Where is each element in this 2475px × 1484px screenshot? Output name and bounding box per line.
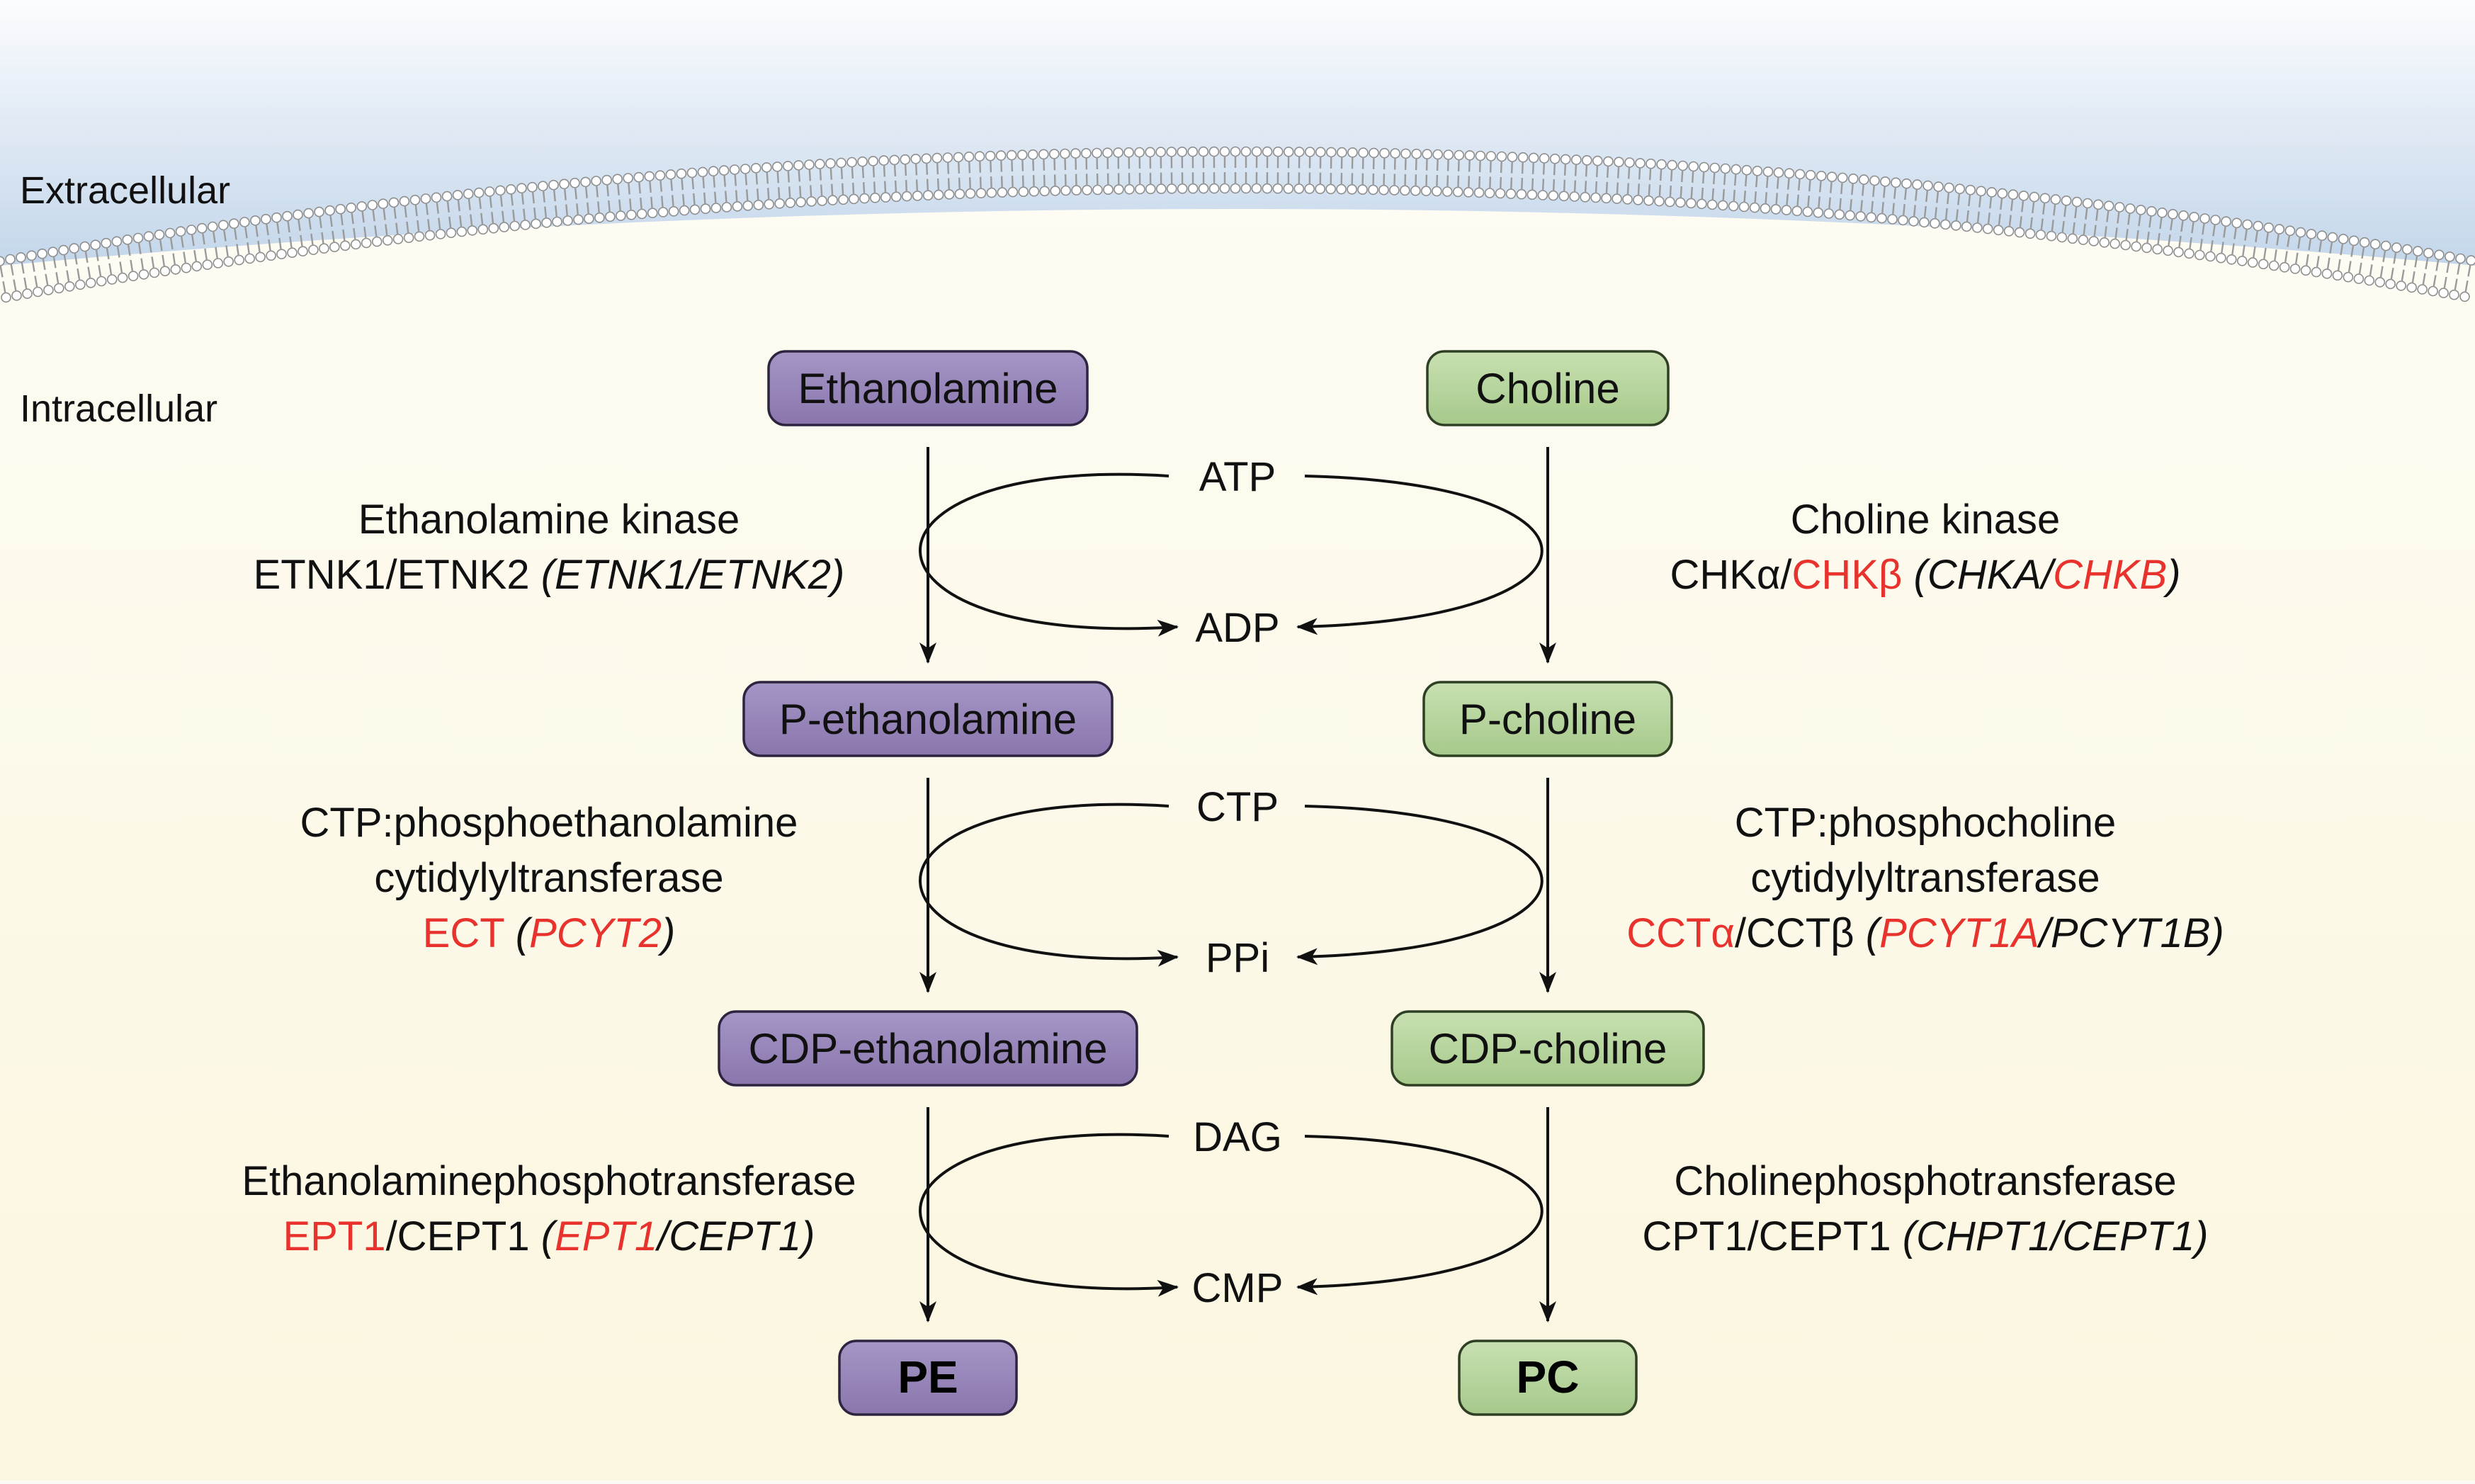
enzyme-ethanolamine-3-line: Ethanolaminephosphotransferase (242, 1158, 856, 1204)
cofactor-right-arc (1296, 1135, 1544, 1296)
enzyme-choline-2: CTP:phosphocholine cytidylyltransferaseCC… (1626, 800, 2224, 956)
cofactor-out-label: CMP (1192, 1265, 1284, 1311)
cofactor-cycle-2: CTP PPi (919, 784, 1544, 981)
enzyme-choline-2-line: cytidylyltransferase (1750, 855, 2100, 901)
enzyme-ethanolamine-1-line: ETNK1/ETNK2 (ETNK1/ETNK2) (254, 552, 845, 598)
node-ethanolamine-4-label: PE (897, 1352, 958, 1403)
node-choline-3-box (1391, 1010, 1705, 1087)
enzyme-choline-3-line: CPT1/CEPT1 (CHPT1/CEPT1) (1642, 1213, 2208, 1259)
node-ethanolamine-1-label: Ethanolamine (798, 365, 1058, 412)
enzyme-ethanolamine-1-line: Ethanolamine kinase (358, 497, 740, 543)
extracellular-label: Extracellular (20, 169, 230, 212)
node-ethanolamine-3-label: CDP-ethanolamine (749, 1025, 1108, 1072)
node-choline-1-label: Choline (1476, 365, 1619, 412)
lipid-tails (0, 155, 2471, 294)
cofactor-right-arc (1296, 475, 1544, 635)
enzyme-ethanolamine-3-line: EPT1/CEPT1 (EPT1/CEPT1) (283, 1213, 815, 1259)
node-ethanolamine-2: P-ethanolamine (742, 681, 1114, 757)
node-choline-1: Choline (1426, 350, 1670, 426)
cofactor-in-label: DAG (1193, 1114, 1282, 1160)
enzyme-choline-2-line: CTP:phosphocholine (1735, 800, 2116, 846)
cofactor-left-arc (919, 1133, 1179, 1297)
node-ethanolamine-4-box (838, 1339, 1018, 1416)
cofactor-in-label: CTP (1196, 784, 1279, 830)
enzyme-choline-2-line: CCTα/CCTβ (PCYT1A/PCYT1B) (1626, 910, 2224, 956)
cell-membrane (0, 146, 2475, 303)
cofactor-out-label: ADP (1195, 605, 1279, 651)
pathway-content: EthanolamineP-ethanolamineCDP-ethanolami… (242, 350, 2224, 1416)
node-ethanolamine-3: CDP-ethanolamine (718, 1010, 1138, 1087)
enzyme-ethanolamine-2-line: CTP:phosphoethanolamine (300, 800, 798, 846)
node-choline-2: P-choline (1422, 681, 1673, 757)
cofactor-in-label: ATP (1199, 454, 1276, 500)
node-choline-4-box (1458, 1339, 1638, 1416)
node-choline-3-label: CDP-choline (1429, 1025, 1667, 1072)
node-ethanolamine-1: Ethanolamine (767, 350, 1089, 426)
node-choline-4-label: PC (1517, 1352, 1580, 1403)
enzyme-ethanolamine-2: CTP:phosphoethanolamine cytidylyltransfer… (300, 800, 798, 956)
cofactor-left-arc (919, 472, 1179, 637)
node-ethanolamine-3-box (718, 1010, 1138, 1087)
cofactor-right-arc (1296, 805, 1544, 965)
node-ethanolamine-2-box (742, 681, 1114, 757)
node-choline-1-box (1426, 350, 1670, 426)
node-ethanolamine-4: PE (838, 1339, 1018, 1416)
node-choline-2-label: P-choline (1459, 696, 1636, 743)
extracellular-space (0, 0, 2475, 266)
enzyme-ethanolamine-2-line: ECT (PCYT2) (423, 910, 676, 956)
cofactor-cycle-1: ATP ADP (919, 454, 1544, 651)
node-choline-4: PC (1458, 1339, 1638, 1416)
cofactor-out-label: PPi (1206, 935, 1269, 981)
cofactor-left-arc (919, 803, 1179, 967)
enzyme-choline-1-line: Choline kinase (1791, 497, 2060, 543)
cofactor-cycle-3: DAG CMP (919, 1114, 1544, 1311)
enzyme-ethanolamine-2-line: cytidylyltransferase (374, 855, 723, 901)
node-choline-3: CDP-choline (1391, 1010, 1705, 1087)
node-ethanolamine-2-label: P-ethanolamine (779, 696, 1077, 743)
node-ethanolamine-1-box (767, 350, 1089, 426)
enzyme-choline-1-line: CHKα/CHKβ (CHKA/CHKB) (1670, 552, 2180, 598)
enzyme-ethanolamine-3: EthanolaminephosphotransferaseEPT1/CEPT1… (242, 1158, 856, 1259)
intracellular-label: Intracellular (20, 387, 217, 430)
enzyme-choline-3-line: Cholinephosphotransferase (1674, 1158, 2176, 1204)
node-choline-2-box (1422, 681, 1673, 757)
